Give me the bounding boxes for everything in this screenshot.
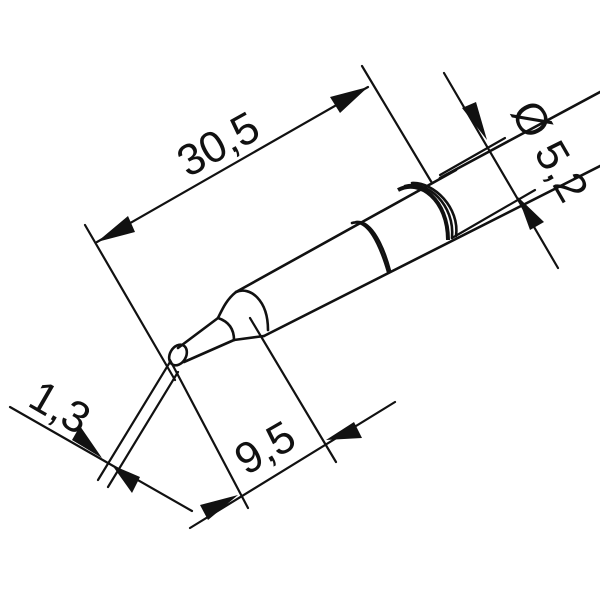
arrow-head-icon <box>462 102 487 140</box>
dimension-label-shaft-diameter: Ø 5,2 <box>501 93 597 211</box>
dimension-label-tip-length: 9,5 <box>227 412 304 485</box>
arrow-head-icon <box>112 465 140 493</box>
dimension-tip-length: 9,5 <box>168 316 397 530</box>
dimension-shaft-diameter: Ø 5,2 <box>438 71 598 270</box>
arrow-head-icon <box>72 426 102 458</box>
dimension-label-tip-width: 1,3 <box>21 371 98 444</box>
arrow-head-icon <box>330 87 368 113</box>
dimension-label-overall-length: 30,5 <box>169 102 268 186</box>
arrow-head-icon <box>200 495 238 520</box>
arrow-head-icon <box>97 216 135 242</box>
arrow-head-icon <box>518 197 544 230</box>
soldering-tip-body <box>167 90 600 367</box>
dimension-tip-width: 1,3 <box>8 360 194 513</box>
arrow-head-icon <box>326 422 362 440</box>
